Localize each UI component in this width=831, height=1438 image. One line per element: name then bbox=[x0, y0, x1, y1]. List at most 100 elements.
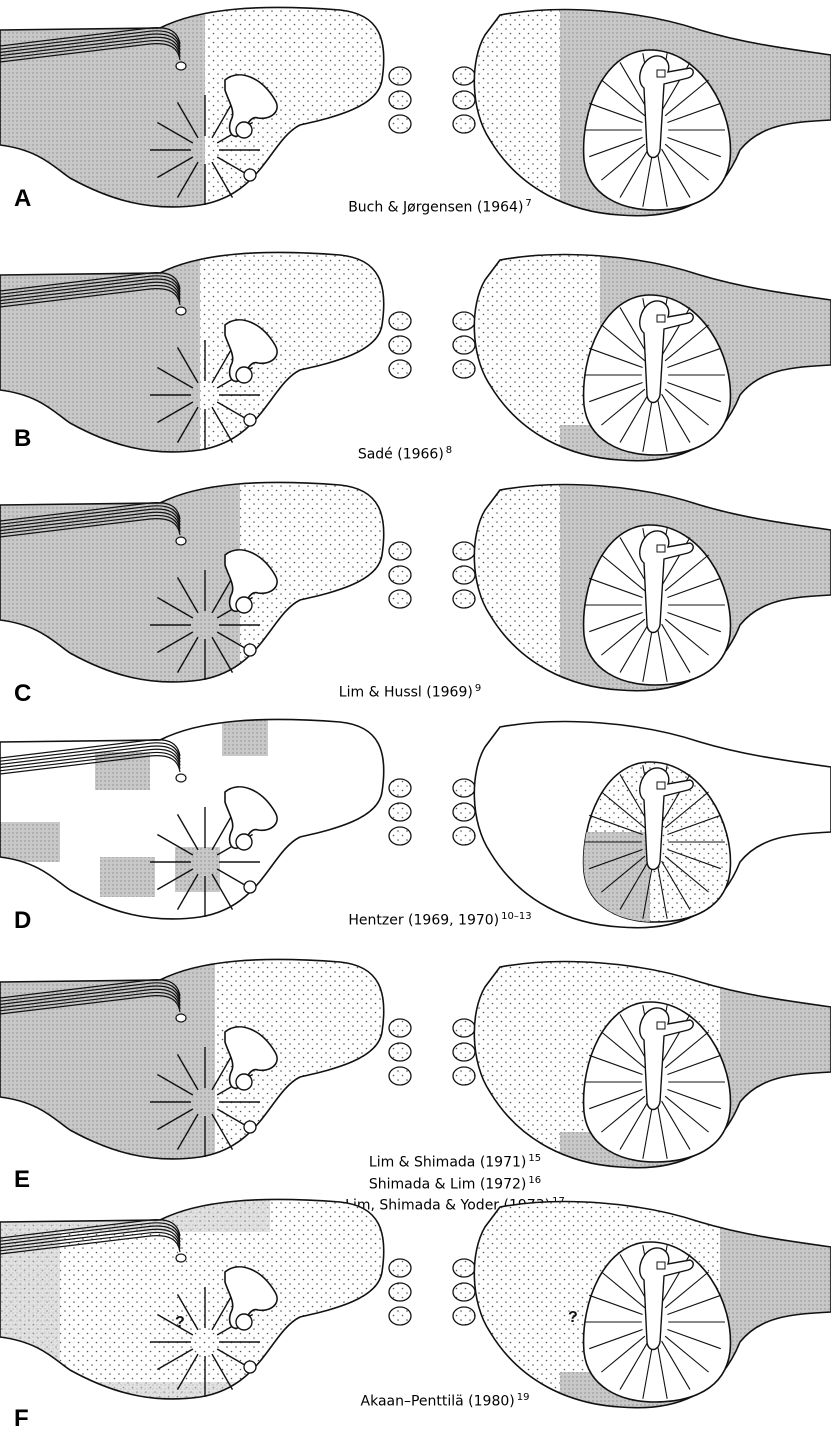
malleus-detail bbox=[657, 315, 665, 322]
window-circle bbox=[244, 1361, 256, 1373]
panel-f-caption: Akaan–Penttilä (1980)19 bbox=[340, 1389, 550, 1411]
caption-line: Akaan–Penttilä (1980)19 bbox=[340, 1389, 550, 1411]
air-cell bbox=[389, 827, 411, 845]
air-cell bbox=[389, 590, 411, 608]
panel-b: B Sadé (1966)8 bbox=[0, 245, 831, 485]
citation-ref: 9 bbox=[475, 683, 481, 694]
panel-b-caption: Sadé (1966)8 bbox=[320, 442, 490, 464]
panel-e-letter: E bbox=[14, 1166, 30, 1194]
air-cell bbox=[453, 566, 475, 584]
air-cell bbox=[453, 312, 475, 330]
air-cell bbox=[453, 1307, 475, 1325]
caption-line: Buch & Jørgensen (1964)7 bbox=[310, 195, 570, 217]
air-cell bbox=[389, 803, 411, 821]
air-cell bbox=[453, 360, 475, 378]
ossicle-head bbox=[236, 122, 252, 138]
air-cell bbox=[389, 1283, 411, 1301]
panel-d-caption: Hentzer (1969, 1970)10–13 bbox=[310, 908, 570, 930]
citation-ref: 7 bbox=[525, 198, 531, 209]
air-cell bbox=[453, 827, 475, 845]
citation-text: Lim & Hussl (1969) bbox=[339, 685, 473, 701]
window-circle bbox=[244, 414, 256, 426]
citation-text: Shimada & Lim (1972) bbox=[369, 1176, 526, 1192]
air-cell bbox=[389, 1043, 411, 1061]
caption-line: Lim & Hussl (1969)9 bbox=[325, 680, 495, 702]
caption-line: Hentzer (1969, 1970)10–13 bbox=[310, 908, 570, 930]
air-cell bbox=[389, 336, 411, 354]
citation-ref: 19 bbox=[517, 1392, 530, 1403]
air-cell bbox=[389, 1019, 411, 1037]
air-cell bbox=[389, 360, 411, 378]
window-circle bbox=[244, 881, 256, 893]
malleus-detail bbox=[657, 782, 665, 789]
dense-patch bbox=[95, 752, 150, 790]
air-cell bbox=[453, 1043, 475, 1061]
air-cell bbox=[389, 1067, 411, 1085]
window-circle bbox=[244, 169, 256, 181]
ossicle-head bbox=[236, 834, 252, 850]
window-circle bbox=[244, 644, 256, 656]
malleus-detail bbox=[657, 545, 665, 552]
air-cell bbox=[453, 1067, 475, 1085]
ossicle-head bbox=[236, 1314, 252, 1330]
dense-patch bbox=[100, 857, 155, 897]
citation-ref: 16 bbox=[528, 1175, 541, 1186]
air-cell bbox=[389, 1307, 411, 1325]
citation-text: Akaan–Penttilä (1980) bbox=[361, 1394, 515, 1410]
air-cell bbox=[453, 590, 475, 608]
ossicle-head bbox=[236, 597, 252, 613]
tube-end bbox=[176, 62, 186, 70]
ossicle-head bbox=[236, 367, 252, 383]
dense-region bbox=[720, 952, 831, 1192]
panel-a: A Buch & Jørgensen (1964)7 bbox=[0, 0, 831, 240]
panel-d-letter: D bbox=[14, 907, 31, 935]
dense-patch bbox=[175, 847, 220, 892]
malleus-detail bbox=[657, 1262, 665, 1269]
tube-end bbox=[176, 1254, 186, 1262]
air-cell bbox=[389, 115, 411, 133]
citation-text: Hentzer (1969, 1970) bbox=[348, 913, 499, 929]
air-cell bbox=[453, 1019, 475, 1037]
air-cell bbox=[389, 67, 411, 85]
air-cell bbox=[453, 1259, 475, 1277]
panel-d: D Hentzer (1969, 1970)10–13 bbox=[0, 712, 831, 952]
tube-end bbox=[176, 307, 186, 315]
air-cell bbox=[453, 336, 475, 354]
caption-line: Sadé (1966)8 bbox=[320, 442, 490, 464]
tube-end bbox=[176, 537, 186, 545]
air-cell bbox=[453, 779, 475, 797]
panel-c-diagram bbox=[0, 475, 831, 715]
tube-end bbox=[176, 774, 186, 782]
air-cell bbox=[389, 779, 411, 797]
air-cell bbox=[453, 542, 475, 560]
air-cell bbox=[453, 115, 475, 133]
panel-f: ?? F Akaan–Penttilä (1980)19 bbox=[0, 1192, 831, 1432]
caption-line: Lim & Shimada (1971)15 bbox=[320, 1150, 590, 1172]
panel-b-letter: B bbox=[14, 425, 31, 453]
panel-f-letter: F bbox=[14, 1405, 29, 1433]
question-mark-left: ? bbox=[175, 1314, 185, 1331]
question-mark-right: ? bbox=[568, 1309, 578, 1326]
air-cell bbox=[389, 542, 411, 560]
air-cell bbox=[389, 312, 411, 330]
malleus-detail bbox=[657, 1022, 665, 1029]
air-cell bbox=[453, 803, 475, 821]
malleus-detail bbox=[657, 70, 665, 77]
air-cell bbox=[453, 1283, 475, 1301]
diagram-group bbox=[0, 475, 831, 715]
citation-ref: 10–13 bbox=[501, 911, 531, 922]
air-cell bbox=[389, 566, 411, 584]
diagram-group bbox=[0, 716, 831, 932]
air-cell bbox=[389, 1259, 411, 1277]
panel-e: E Lim & Shimada (1971)15 Shimada & Lim (… bbox=[0, 952, 831, 1192]
tube-end bbox=[176, 1014, 186, 1022]
panel-a-caption: Buch & Jørgensen (1964)7 bbox=[310, 195, 570, 217]
panel-c: C Lim & Hussl (1969)9 bbox=[0, 475, 831, 715]
citation-text: Sadé (1966) bbox=[358, 447, 444, 463]
citation-ref: 15 bbox=[528, 1153, 541, 1164]
panel-a-letter: A bbox=[14, 185, 31, 213]
window-circle bbox=[244, 1121, 256, 1133]
ossicle-head bbox=[236, 1074, 252, 1090]
panel-c-letter: C bbox=[14, 680, 31, 708]
